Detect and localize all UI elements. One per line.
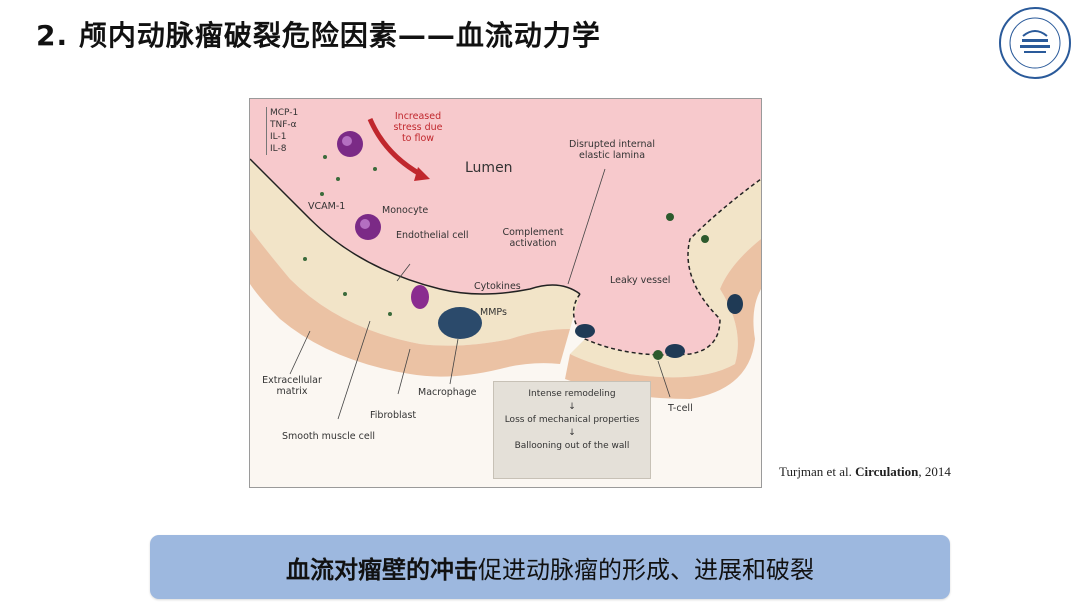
banner-bold-text: 血流对瘤壁的冲击 [286, 555, 478, 584]
endothelial-cell-label: Endothelial cell [396, 230, 469, 241]
slide-title: 2. 颅内动脉瘤破裂危险因素——血流动力学 [36, 19, 601, 52]
increased-stress-label: Increased stress due to flow [393, 111, 443, 144]
monocyte-label: Monocyte [382, 205, 429, 216]
summary-banner: 血流对瘤壁的冲击促进动脉瘤的形成、进展和破裂 [150, 535, 950, 599]
cytokine-item: IL-1 [270, 132, 287, 142]
disrupted-lamina-label: Disrupted internal elastic lamina [569, 139, 655, 161]
mmps-label: MMPs [480, 307, 507, 318]
leaky-vessel-label: Leaky vessel [610, 275, 671, 286]
citation: Turjman et al. Circulation, 2014 [779, 464, 951, 480]
macrophage-label: Macrophage [418, 387, 477, 398]
university-logo [998, 6, 1072, 80]
remodeling-flowbox: Intense remodeling ↓ Loss of mechanical … [493, 381, 651, 479]
cytokine-item: MCP-1 [270, 108, 299, 118]
complement-label: Complement activation [502, 227, 564, 249]
flow-step: Ballooning out of the wall [514, 441, 630, 451]
extracellular-matrix-label: Extracellular matrix [262, 375, 322, 397]
citation-authors: Turjman et al. [779, 464, 852, 479]
cytokine-list: MCP-1 TNF-α IL-1 IL-8 [266, 107, 298, 155]
lumen-label: Lumen [465, 160, 513, 176]
flow-arrow: ↓ [568, 402, 576, 412]
pathology-figure: MCP-1 TNF-α IL-1 IL-8 Increased stress d… [249, 98, 762, 488]
flow-step: Loss of mechanical properties [504, 415, 640, 425]
cytokine-item: TNF-α [270, 120, 297, 130]
vcam-label: VCAM-1 [308, 201, 346, 212]
tcell-label: T-cell [668, 403, 693, 414]
banner-text: 促进动脉瘤的形成、进展和破裂 [478, 555, 814, 584]
fibroblast-label: Fibroblast [370, 410, 417, 421]
flow-arrow: ↓ [568, 428, 576, 438]
citation-year: , 2014 [918, 464, 951, 479]
cytokine-item: IL-8 [270, 144, 287, 154]
flow-step: Intense remodeling [528, 389, 616, 399]
cytokines-label: Cytokines [474, 281, 521, 292]
citation-journal: Circulation [855, 464, 919, 479]
smooth-muscle-label: Smooth muscle cell [282, 431, 375, 442]
